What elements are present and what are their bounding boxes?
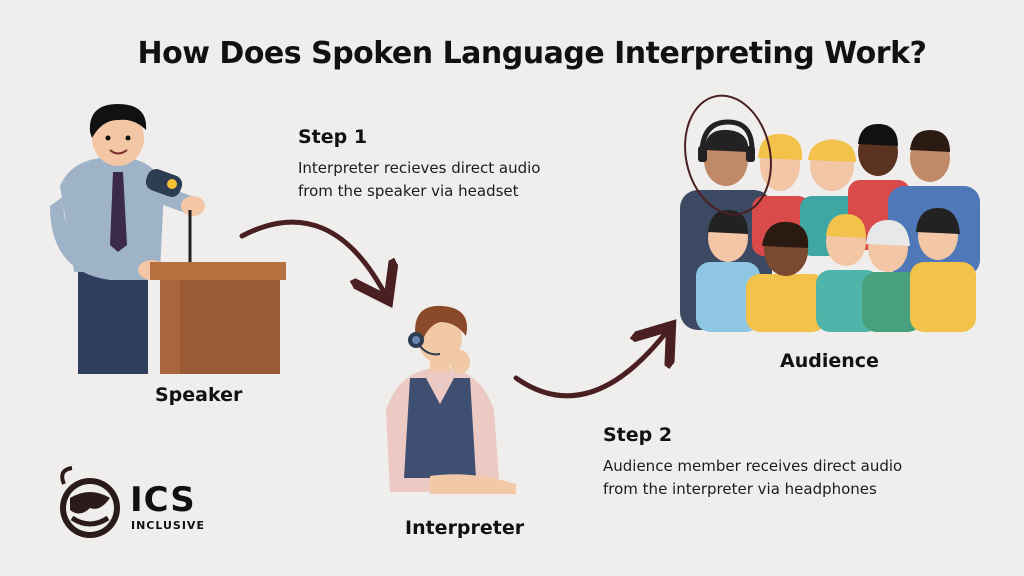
step2-heading: Step 2 (603, 424, 673, 446)
page-title: How Does Spoken Language Interpreting Wo… (137, 36, 927, 71)
speaker-label: Speaker (155, 384, 243, 406)
interpreter-illustration (386, 305, 516, 494)
logo-subtitle: INCLUSIVE (131, 519, 205, 532)
step1-line2: from the speaker via headset (298, 182, 519, 200)
step1-heading: Step 1 (298, 126, 368, 148)
logo-name: ICS (130, 480, 196, 520)
arrow-speaker-to-interpreter (239, 219, 386, 296)
step2-line1: Audience member receives direct audio (603, 457, 903, 475)
speaker-illustration (50, 104, 286, 374)
interpreter-label: Interpreter (405, 517, 525, 539)
logo-emblem (60, 466, 120, 538)
audience-illustration (680, 94, 980, 332)
step2-line2: from the interpreter via headphones (603, 480, 877, 498)
arrow-interpreter-to-audience (513, 330, 668, 399)
audience-label: Audience (780, 350, 879, 372)
step1-line1: Interpreter recieves direct audio (298, 159, 541, 177)
